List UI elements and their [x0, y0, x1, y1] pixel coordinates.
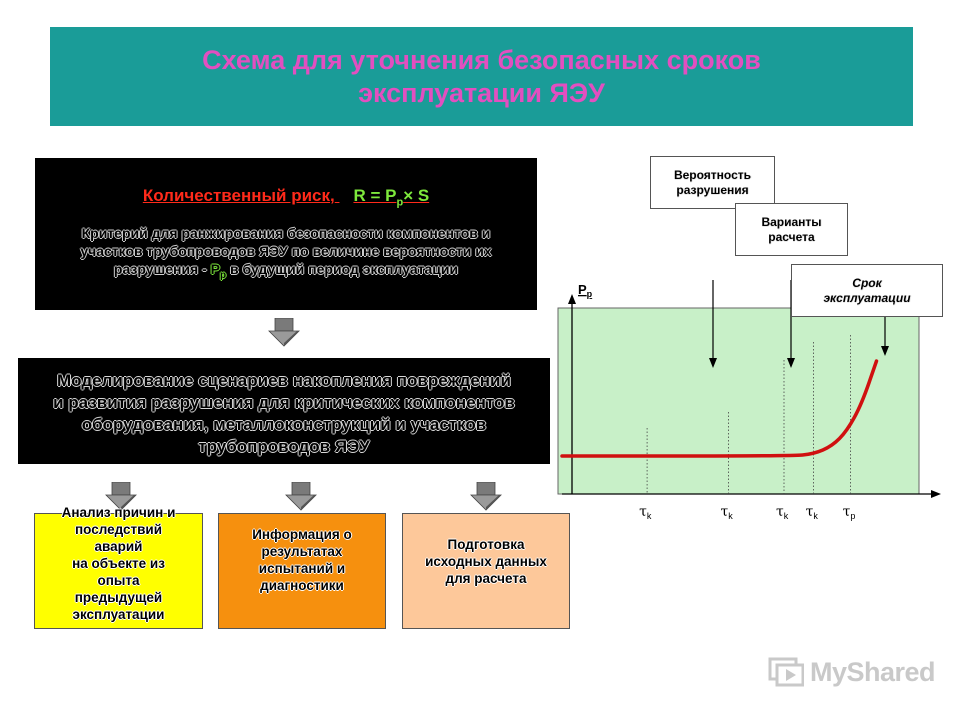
variants-label: Варианты расчета — [735, 203, 848, 256]
variants-pointer-head-icon — [787, 358, 795, 368]
title-banner: Схема для уточнения безопасных сроков эк… — [50, 27, 913, 126]
analysis-box: Анализ причин и последствий аварий на об… — [34, 505, 203, 629]
tick-label: τp — [843, 504, 856, 521]
title-line-1: Схема для уточнения безопасных сроков — [202, 44, 761, 75]
risk-title: Количественный риск, R = Pp× S — [142, 186, 430, 209]
down-arrow-icon — [105, 482, 137, 511]
test-info-box: Информация о результатах испытаний и диа… — [218, 513, 386, 629]
tick-label: τk — [806, 504, 819, 521]
y-axis-arrow-icon — [568, 294, 576, 304]
tick-label: τk — [721, 504, 734, 521]
probability-label: Вероятность разрушения — [650, 156, 775, 209]
data-prep-box: Подготовка исходных данных для расчета — [402, 513, 570, 629]
modeling-box: Моделирование сценариев накопления повре… — [18, 358, 550, 464]
chart-plot-area — [557, 307, 920, 495]
presentation-icon — [768, 657, 804, 687]
term-pointer-head-icon — [881, 346, 889, 356]
title-line-2: эксплуатации ЯЭУ — [358, 77, 605, 108]
logo-text: MyShared — [810, 656, 936, 687]
probability-pointer-head-icon — [709, 358, 717, 368]
down-arrow-icon — [285, 482, 317, 511]
service-term-label: Срок эксплуатации — [791, 264, 943, 317]
tick-label: τk — [639, 504, 652, 521]
x-axis-arrow-icon — [931, 490, 941, 498]
down-arrow-icon — [470, 482, 502, 511]
probability-curve — [560, 359, 879, 458]
risk-formula: R = Pp× S — [353, 186, 430, 209]
risk-description: Критерий для ранжирования безопасности к… — [80, 225, 492, 282]
myshared-logo: MyShared — [768, 654, 936, 690]
risk-box: Количественный риск, R = Pp× S Критерий … — [35, 158, 537, 310]
y-axis-label: Pp — [578, 282, 593, 299]
down-arrow-icon — [268, 318, 300, 347]
tick-label: τk — [776, 504, 789, 521]
